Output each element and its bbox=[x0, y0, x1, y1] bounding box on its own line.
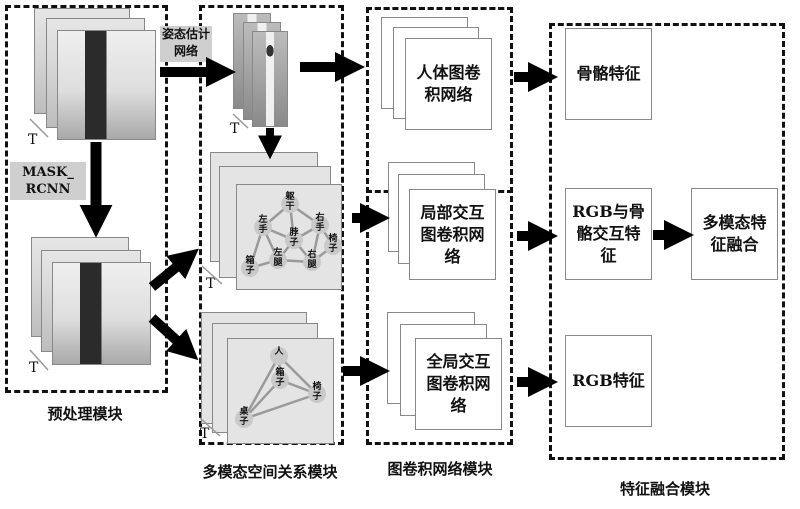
global-graph-node bbox=[270, 347, 288, 365]
arrow-to-local-graph bbox=[148, 248, 199, 291]
global-graph-edge bbox=[242, 355, 281, 420]
global-graph-node bbox=[308, 385, 326, 403]
skeleton-feature-box: 骨骼特征 bbox=[565, 28, 652, 120]
arrow-to-global-graph bbox=[148, 314, 199, 361]
local-graph-node-label: 左 bbox=[257, 213, 267, 225]
local-graph-node bbox=[269, 251, 287, 269]
time-axis-arrow-1 bbox=[29, 118, 49, 138]
global-graph-node-label: 子 bbox=[239, 416, 248, 427]
local-graph-node bbox=[303, 253, 321, 271]
local-graph-node-label: 右 bbox=[314, 211, 324, 223]
global-graph-node-label: 子 bbox=[312, 391, 321, 402]
preprocess-module-caption: 预处理模块 bbox=[47, 405, 123, 423]
local-graph-node bbox=[281, 195, 299, 213]
global-graph-node bbox=[235, 410, 253, 428]
local-graph-node bbox=[241, 259, 259, 277]
time-axis-label-3: T bbox=[230, 121, 240, 137]
local-graph-node bbox=[311, 216, 329, 234]
global-graph-node-label: 子 bbox=[275, 377, 284, 388]
time-axis-arrow-5 bbox=[199, 417, 221, 437]
local-graph-node bbox=[285, 231, 303, 249]
local-graph-node-label: 脖 bbox=[289, 226, 298, 238]
local-graph-node-label: 子 bbox=[245, 265, 254, 276]
mask-rcnn-label: MASK_ RCNN bbox=[10, 162, 86, 200]
rgb-feature-box: RGB特征 bbox=[565, 335, 652, 427]
time-axis-arrows bbox=[29, 113, 249, 437]
rgb-skeleton-interaction-feature-box: RGB与骨骼交互特征 bbox=[565, 188, 652, 280]
global-gcn-label: 全局交互图卷积网络 bbox=[426, 352, 491, 415]
local-graph-node bbox=[324, 237, 342, 255]
human-gcn-label: 人体图卷积网络 bbox=[416, 63, 481, 104]
local-graph-node-label: 箱 bbox=[245, 254, 254, 266]
multimodal-fusion-box: 多模态特征融合 bbox=[691, 188, 778, 280]
global-graph-edge bbox=[243, 392, 318, 421]
pose-estimation-label: 姿态估计网络 bbox=[160, 26, 212, 62]
local-graph-node-label: 躯 bbox=[284, 190, 294, 202]
local-graph-node-label: 右 bbox=[306, 248, 316, 260]
local-graph-node-label: 椅 bbox=[328, 232, 337, 244]
gcn-module-caption: 图卷积网络模块 bbox=[387, 460, 493, 478]
time-axis-label-5: T bbox=[200, 426, 210, 442]
time-axis-label-2: T bbox=[29, 360, 39, 376]
local-gcn-label: 局部交互图卷积网络 bbox=[420, 202, 485, 266]
spatial-relation-module-caption: 多模态空间关系模块 bbox=[202, 463, 338, 481]
fusion-module-caption: 特征融合模块 bbox=[619, 480, 710, 498]
global-graph-node-label: 椅 bbox=[312, 380, 321, 392]
global-graph-node-label: 箱 bbox=[275, 366, 284, 378]
global-graph-node-label: 桌 bbox=[239, 405, 249, 417]
time-axis-label: T bbox=[28, 132, 38, 148]
local-graph-node-label: 手 bbox=[258, 223, 267, 235]
time-axis-arrow-2 bbox=[29, 349, 49, 371]
preprocess-module-frame bbox=[5, 5, 168, 393]
time-axis-label-4: T bbox=[206, 276, 216, 292]
local-graph-node-label: 腿 bbox=[307, 259, 317, 270]
local-graph-node-label: 干 bbox=[285, 201, 294, 212]
local-graph-node bbox=[254, 218, 272, 236]
time-axis-arrow-3 bbox=[232, 113, 249, 129]
global-interaction-graph: 人箱子椅子桌子 bbox=[235, 345, 326, 428]
local-graph-node-label: 左 bbox=[272, 246, 282, 258]
global-graph-node bbox=[271, 371, 289, 389]
time-axis-arrow-4 bbox=[201, 265, 223, 285]
flow-arrows bbox=[79, 52, 694, 397]
global-graph-node-label: 人 bbox=[273, 345, 284, 357]
local-graph-node-label: 子 bbox=[328, 243, 337, 254]
local-graph-node-label: 子 bbox=[289, 237, 298, 248]
local-graph-node-label: 腿 bbox=[273, 257, 283, 268]
local-graph-node-label: 手 bbox=[315, 221, 324, 233]
